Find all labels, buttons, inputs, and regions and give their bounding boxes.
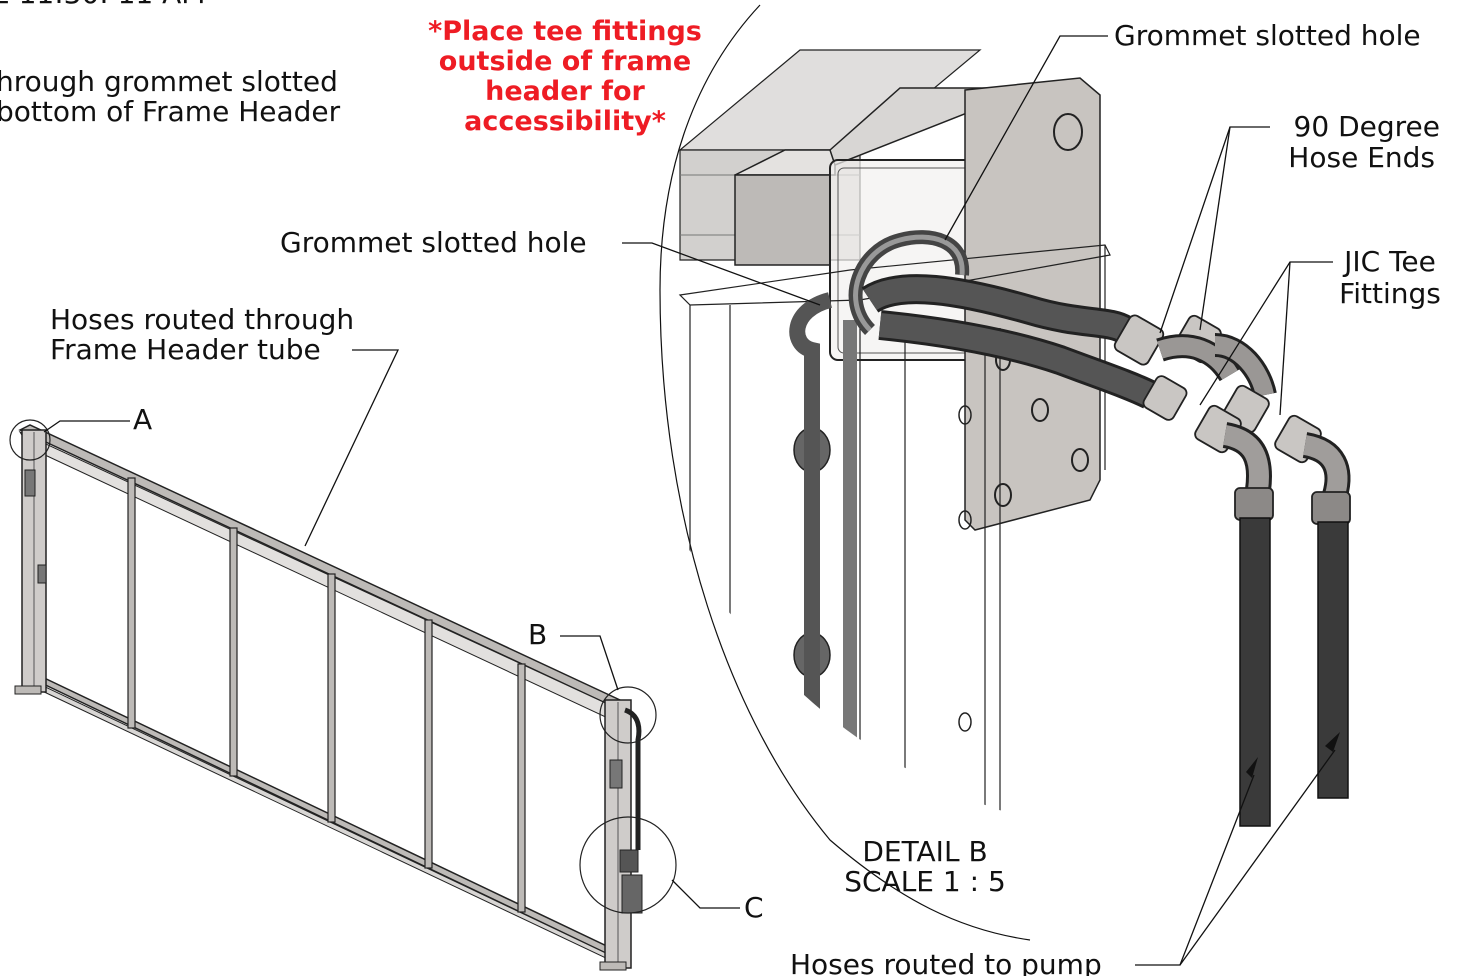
detail-circle-b[interactable] xyxy=(599,686,657,744)
header-fragment: E 11:30: 11 AM xyxy=(0,0,205,10)
detail-b-view xyxy=(659,4,1351,941)
detail-circle-c[interactable] xyxy=(579,816,677,914)
label-hoses-header-2: Frame Header tube xyxy=(50,333,321,366)
leader-tee-2 xyxy=(1279,261,1291,416)
label-hoses-header-1: Hoses routed through xyxy=(50,303,355,336)
grommet xyxy=(848,230,970,335)
label-tee-1: JIC Tee xyxy=(1344,245,1436,278)
hoses-to-pump xyxy=(1239,517,1349,827)
instruction-line-1: hrough grommet slotted xyxy=(0,65,338,98)
note-line-1: *Place tee fittings xyxy=(428,16,702,47)
hoses-to-fittings xyxy=(861,274,1157,409)
label-grommet-top: Grommet slotted hole xyxy=(1114,19,1421,52)
detail-circle-a[interactable] xyxy=(9,419,51,461)
detail-scale: SCALE 1 : 5 xyxy=(844,865,1006,898)
label-hoses-pump: Hoses routed to pump xyxy=(790,948,1102,976)
label-grommet-mid: Grommet slotted hole xyxy=(280,226,587,259)
hose-ends-and-tees xyxy=(1113,314,1351,525)
instruction-line-2: bottom of Frame Header xyxy=(0,95,341,128)
header-end-block xyxy=(734,149,836,266)
label-hose-ends-1: 90 Degree xyxy=(1293,110,1440,143)
label-detail-c[interactable]: C xyxy=(744,891,764,924)
leader-grommet-top xyxy=(944,35,1108,241)
arrowhead-pump-1 xyxy=(1246,757,1258,778)
note-line-4: accessibility* xyxy=(464,106,666,137)
note-line-2: outside of frame xyxy=(438,46,692,77)
leader-lines xyxy=(43,35,1336,966)
note-line-3: header for xyxy=(485,76,645,107)
leader-hose-ends-2 xyxy=(1199,126,1231,331)
label-tee-2: Fittings xyxy=(1339,277,1441,310)
detail-boundary-arc xyxy=(659,4,1031,941)
frame-overview xyxy=(9,419,677,971)
leader-arrowheads xyxy=(1246,732,1340,778)
leader-c xyxy=(671,879,740,909)
leader-pump-2 xyxy=(1179,749,1336,966)
leader-grommet-mid xyxy=(622,242,821,306)
leader-a xyxy=(43,420,130,433)
leader-b xyxy=(560,635,619,691)
detail-title: DETAIL B xyxy=(862,835,988,868)
label-detail-a[interactable]: A xyxy=(133,403,153,436)
leader-hoses-header xyxy=(304,349,400,547)
arrowhead-pump-2 xyxy=(1325,732,1340,752)
leader-pump-1 xyxy=(1135,774,1255,966)
label-detail-b[interactable]: B xyxy=(528,618,548,651)
header-end-cap xyxy=(829,87,1001,361)
label-hose-ends-2: Hose Ends xyxy=(1288,141,1435,174)
